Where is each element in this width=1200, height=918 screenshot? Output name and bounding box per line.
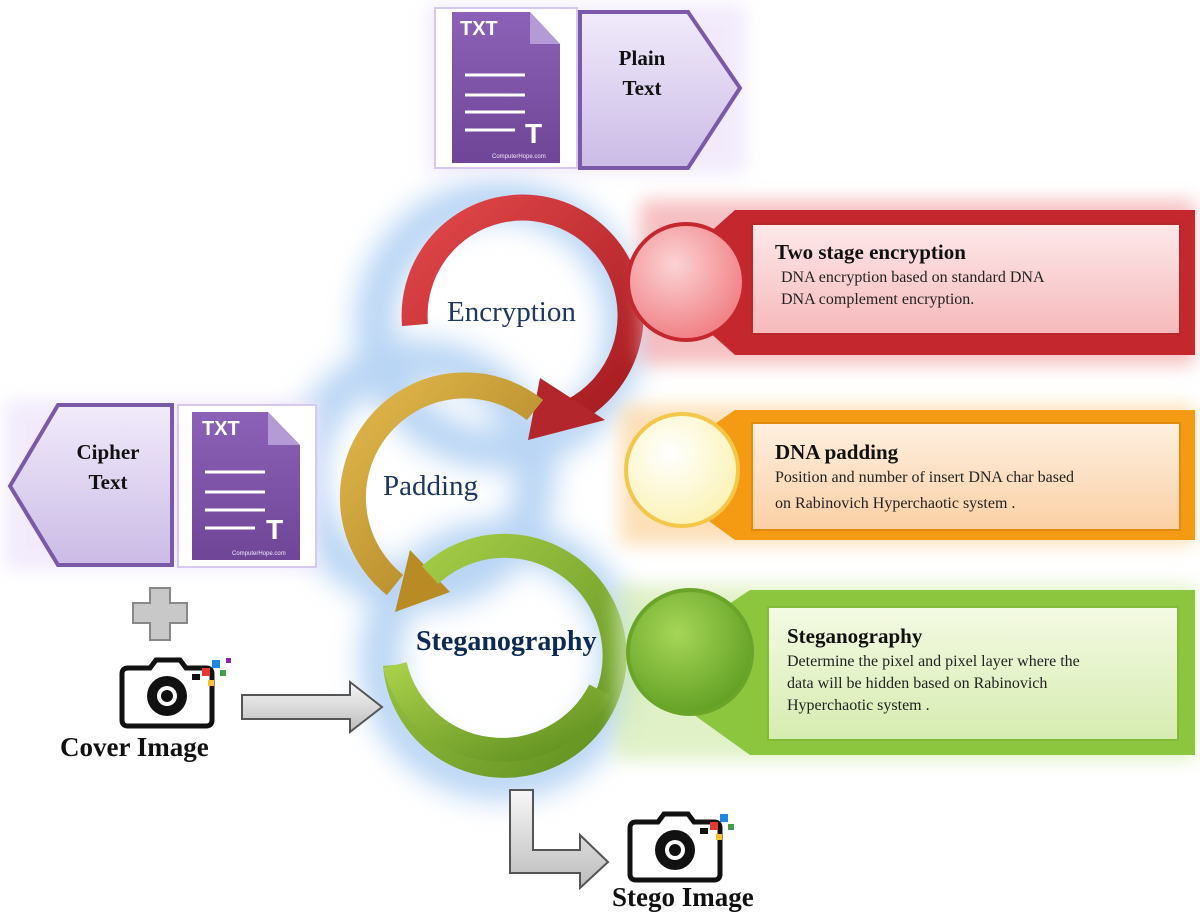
plain-text-file-letter: T <box>525 118 543 149</box>
encryption-box-line: DNA encryption based on standard DNA <box>781 269 1045 286</box>
steganography-box-line: Determine the pixel and pixel layer wher… <box>787 653 1080 670</box>
encryption-box-text: Two stage encryption DNA encryption base… <box>775 240 1170 311</box>
cover-to-stego-arrow <box>241 679 384 735</box>
stego-image-label: Stego Image <box>612 882 754 912</box>
padding-box-graphic <box>620 405 1195 545</box>
encryption-box-line: DNA complement encryption. <box>781 291 975 308</box>
cipher-text-arrow-line1: Cipher <box>76 440 140 464</box>
encryption-box-title: Two stage encryption <box>775 240 966 264</box>
plain-text-arrow-label: Plain Text <box>592 43 692 103</box>
cover-image-label: Cover Image <box>60 732 209 762</box>
stage-label-encryption: Encryption <box>447 296 576 328</box>
camera-icon <box>627 811 734 883</box>
padding-box-text: DNA padding Position and number of inser… <box>775 440 1175 515</box>
cipher-text-credit: ComputerHope.com <box>232 551 286 557</box>
steganography-box-line: Hyperchaotic system . <box>787 697 930 714</box>
camera-icon <box>119 657 231 729</box>
plain-text-credit: ComputerHope.com <box>492 154 546 160</box>
steganography-box-graphic <box>615 585 1195 760</box>
txt-document-icon <box>192 412 300 560</box>
plain-text-card <box>428 5 746 173</box>
cipher-text-arrow-label: Cipher Text <box>58 437 158 497</box>
cipher-text-card <box>5 400 320 570</box>
steganography-box-text: Steganography Determine the pixel and pi… <box>787 624 1172 717</box>
stage-label-steganography: Steganography <box>416 626 597 657</box>
plain-text-arrow-line2: Text <box>622 76 662 100</box>
padding-arc <box>340 372 544 612</box>
plain-text-arrow-line1: Plain <box>618 46 666 70</box>
padding-box-line: Position and number of insert DNA char b… <box>775 469 1075 486</box>
plain-text-arrow-shape <box>578 10 743 170</box>
encryption-box-graphic <box>626 200 1195 365</box>
txt-document-icon <box>452 12 560 163</box>
encryption-arc <box>401 194 644 440</box>
cipher-text-arrow-shape <box>7 403 174 567</box>
padding-box-line: on Rabinovich Hyperchaotic system . <box>775 495 1016 512</box>
stage-label-padding: Padding <box>383 470 479 502</box>
plus-icon <box>132 587 188 641</box>
steganography-box-line: data will be hidden based on Rabinovich <box>787 675 1048 692</box>
plain-text-file-type: TXT <box>460 18 498 40</box>
cipher-text-file-type: TXT <box>202 418 240 440</box>
output-arrow <box>509 789 610 891</box>
cipher-text-arrow-line2: Text <box>88 470 128 494</box>
cipher-text-file-letter: T <box>266 514 284 545</box>
steganography-arc <box>383 533 627 778</box>
steganography-box-title: Steganography <box>787 624 923 648</box>
padding-box-title: DNA padding <box>775 440 899 464</box>
